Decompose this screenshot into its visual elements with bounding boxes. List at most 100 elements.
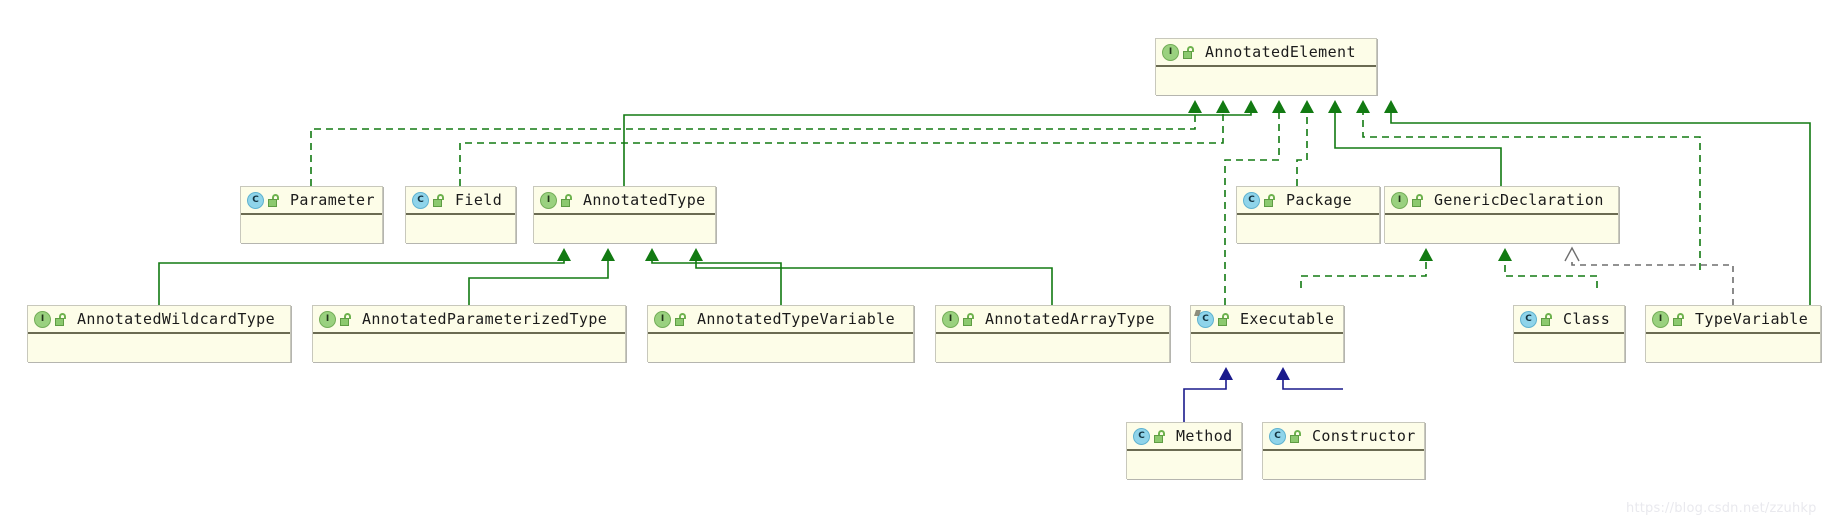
- uml-class-header: C Parameter: [241, 187, 382, 215]
- uml-class-header: I GenericDeclaration: [1385, 187, 1618, 215]
- wire-wildcard-to-annotatedtype-arrowhead: [557, 248, 571, 261]
- wire-method-to-executable: [1183, 380, 1227, 422]
- uml-class-members: [1127, 451, 1241, 479]
- uml-class-name: Executable: [1240, 310, 1335, 328]
- class-icon: C: [1269, 427, 1286, 445]
- wire-typevariable-to-genericdeclaration-arrowhead: [1564, 246, 1580, 262]
- uml-class-name: Constructor: [1312, 427, 1416, 445]
- uml-class-header: C Method: [1127, 423, 1241, 451]
- uml-class-box-executable[interactable]: C Executable: [1190, 305, 1344, 362]
- uml-class-box-field[interactable]: C Field: [405, 186, 516, 243]
- class-icon: C: [1133, 427, 1150, 445]
- wire-parameterized-to-annotatedtype-arrowhead: [601, 248, 615, 261]
- uml-class-box-typevariable[interactable]: I TypeVariable: [1645, 305, 1821, 362]
- wire-parameter-to-annotatedelement: [310, 113, 1196, 186]
- wire-field-to-annotatedelement-arrowhead: [1216, 100, 1230, 113]
- wire-executable-to-genericdeclaration-arrowhead: [1419, 248, 1433, 261]
- wire-arraytype-to-annotatedtype: [695, 261, 1053, 305]
- wire-parameterized-to-annotatedtype: [468, 261, 609, 305]
- unlocked-icon: [1541, 312, 1553, 326]
- wire-package-to-annotatedelement: [1296, 113, 1308, 186]
- uml-class-name: Method: [1176, 427, 1233, 445]
- wire-class-to-annotatedelement-arrowhead: [1356, 100, 1370, 113]
- unlocked-icon: [1264, 193, 1276, 207]
- uml-class-box-parameter[interactable]: C Parameter: [240, 186, 383, 243]
- wire-typevariable-to-annotatedelement-arrowhead: [1384, 100, 1398, 113]
- wire-annotatedtype-to-annotatedelement: [623, 113, 1252, 186]
- interface-icon: I: [1162, 43, 1179, 61]
- uml-class-name: AnnotatedWildcardType: [77, 310, 276, 328]
- uml-class-name: AnnotatedArrayType: [985, 310, 1155, 328]
- uml-class-box-genericdeclaration[interactable]: I GenericDeclaration: [1384, 186, 1619, 243]
- uml-class-box-constructor[interactable]: C Constructor: [1262, 422, 1425, 479]
- uml-class-header: I AnnotatedArrayType: [936, 306, 1169, 334]
- uml-class-box-package[interactable]: C Package: [1236, 186, 1380, 243]
- uml-class-header: C Constructor: [1263, 423, 1424, 451]
- wire-typevariableann-to-annotatedtype: [651, 261, 782, 305]
- unlocked-icon: [1154, 429, 1166, 443]
- wire-annotatedtype-to-annotatedelement-arrowhead: [1244, 100, 1258, 113]
- interface-icon: I: [34, 310, 51, 328]
- wire-typevariableann-to-annotatedtype-arrowhead: [645, 248, 659, 261]
- uml-class-members: [28, 334, 290, 362]
- unlocked-icon: [55, 312, 67, 326]
- unlocked-icon: [268, 193, 280, 207]
- unlocked-icon: [675, 312, 687, 326]
- wire-genericdeclaration-to-annotatedelement-arrowhead: [1328, 100, 1342, 113]
- uml-class-name: Parameter: [290, 191, 375, 209]
- uml-class-name: AnnotatedTypeVariable: [697, 310, 896, 328]
- wire-class-to-genericdeclaration-arrowhead: [1498, 248, 1512, 261]
- unlocked-icon: [561, 193, 573, 207]
- wire-package-to-annotatedelement-arrowhead: [1300, 100, 1314, 113]
- class-icon: C: [1243, 191, 1260, 209]
- interface-icon: I: [1391, 191, 1408, 209]
- watermark-text: https://blog.csdn.net/zzuhkp: [1626, 501, 1817, 516]
- class-icon: C: [1197, 310, 1214, 328]
- uml-class-box-annotatedwildcardtype[interactable]: I AnnotatedWildcardType: [27, 305, 291, 362]
- class-icon: C: [412, 191, 429, 209]
- interface-icon: I: [1652, 310, 1669, 328]
- uml-class-name: Field: [455, 191, 503, 209]
- uml-class-members: [1646, 334, 1820, 362]
- uml-class-members: [1385, 215, 1618, 243]
- uml-class-members: [648, 334, 913, 362]
- wire-wildcard-to-annotatedtype: [158, 261, 565, 305]
- uml-class-members: [1514, 334, 1624, 362]
- uml-class-header: C Field: [406, 187, 515, 215]
- uml-class-members: [406, 215, 515, 243]
- wire-parameter-to-annotatedelement-arrowhead: [1188, 100, 1202, 113]
- uml-class-box-annotatedarraytype[interactable]: I AnnotatedArrayType: [935, 305, 1170, 362]
- class-icon: C: [1520, 310, 1537, 328]
- unlocked-icon: [1412, 193, 1424, 207]
- interface-icon: I: [942, 310, 959, 328]
- wire-arraytype-to-annotatedtype-arrowhead: [689, 248, 703, 261]
- uml-class-name: Package: [1286, 191, 1353, 209]
- wire-method-to-executable-arrowhead: [1219, 367, 1233, 380]
- uml-class-box-method[interactable]: C Method: [1126, 422, 1242, 479]
- class-icon: C: [247, 191, 264, 209]
- uml-class-name: TypeVariable: [1695, 310, 1809, 328]
- wire-executable-to-genericdeclaration: [1300, 261, 1427, 288]
- wire-class-to-genericdeclaration: [1504, 261, 1598, 288]
- wire-executable-to-annotatedelement-arrowhead: [1272, 100, 1286, 113]
- uml-class-header: I TypeVariable: [1646, 306, 1820, 334]
- unlocked-icon: [340, 312, 352, 326]
- uml-class-name: GenericDeclaration: [1434, 191, 1604, 209]
- uml-class-members: [1191, 334, 1343, 362]
- unlocked-icon: [433, 193, 445, 207]
- uml-class-header: C Package: [1237, 187, 1379, 215]
- uml-class-members: [1156, 67, 1376, 95]
- wire-genericdeclaration-to-annotatedelement: [1334, 113, 1502, 186]
- uml-class-members: [1237, 215, 1379, 243]
